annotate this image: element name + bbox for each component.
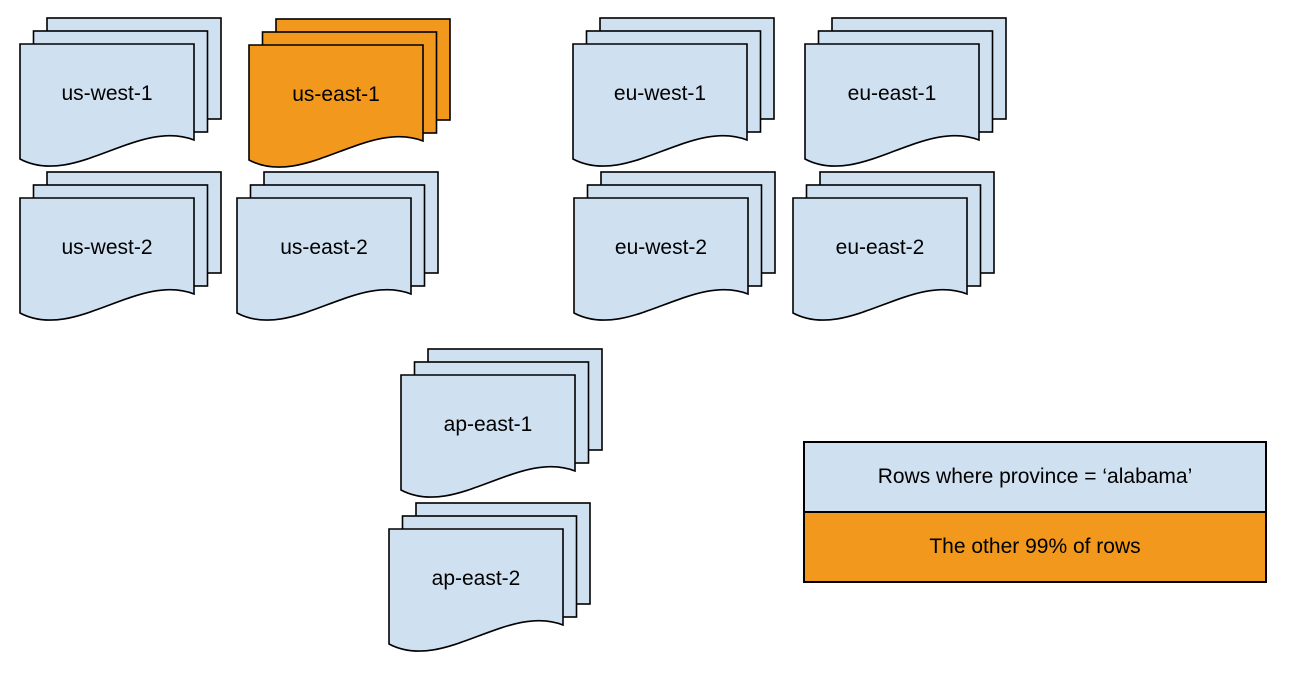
document-stack-ap-east-2: ap-east-2 [388, 502, 593, 660]
stack-label: eu-east-2 [836, 236, 925, 259]
stack-label: ap-east-2 [432, 567, 521, 590]
document-page-icon [388, 528, 564, 652]
document-stack-graphic: eu-east-2 [792, 171, 995, 321]
stack-label: us-east-1 [292, 83, 380, 106]
stack-label: eu-west-1 [614, 82, 706, 105]
document-stack-us-east-1: us-east-1 [248, 18, 453, 176]
document-stack-graphic: us-east-1 [248, 18, 451, 168]
document-stack-eu-west-1: eu-west-1 [572, 17, 777, 175]
document-page-icon [236, 197, 412, 321]
legend-item-label: Rows where province = ‘alabama’ [877, 465, 1193, 488]
stack-label: eu-west-2 [615, 236, 707, 259]
document-stack-graphic: eu-west-1 [572, 17, 775, 167]
document-stack-eu-east-1: eu-east-1 [804, 17, 1009, 175]
stack-label: eu-east-1 [848, 82, 937, 105]
document-stack-graphic: us-west-2 [19, 171, 222, 321]
legend-item-label: The other 99% of rows [929, 535, 1141, 558]
document-page-icon [19, 197, 195, 321]
document-stack-graphic: ap-east-2 [388, 502, 591, 652]
document-page-icon [572, 43, 748, 167]
document-stack-graphic: us-east-2 [236, 171, 439, 321]
legend-item-alabama-rows: Rows where province = ‘alabama’ [805, 443, 1265, 511]
document-stack-ap-east-1: ap-east-1 [400, 348, 605, 506]
stack-label: us-west-2 [61, 236, 152, 259]
document-page-icon [573, 197, 749, 321]
document-page-icon [400, 374, 576, 498]
document-stack-graphic: eu-east-1 [804, 17, 1007, 167]
document-stack-us-west-2: us-west-2 [19, 171, 224, 329]
legend: Rows where province = ‘alabama’ The othe… [803, 441, 1267, 583]
document-page-icon [804, 43, 980, 167]
document-stack-eu-west-2: eu-west-2 [573, 171, 778, 329]
document-page-icon [792, 197, 968, 321]
document-stack-us-east-2: us-east-2 [236, 171, 441, 329]
document-page-icon [248, 44, 424, 168]
document-stack-graphic: eu-west-2 [573, 171, 776, 321]
document-stack-eu-east-2: eu-east-2 [792, 171, 997, 329]
document-stack-graphic: ap-east-1 [400, 348, 603, 498]
stack-label: us-west-1 [61, 82, 152, 105]
document-stack-us-west-1: us-west-1 [19, 17, 224, 175]
legend-item-other-rows: The other 99% of rows [805, 511, 1265, 581]
document-page-icon [19, 43, 195, 167]
document-stack-graphic: us-west-1 [19, 17, 222, 167]
stack-label: ap-east-1 [444, 413, 533, 436]
stack-label: us-east-2 [280, 236, 368, 259]
